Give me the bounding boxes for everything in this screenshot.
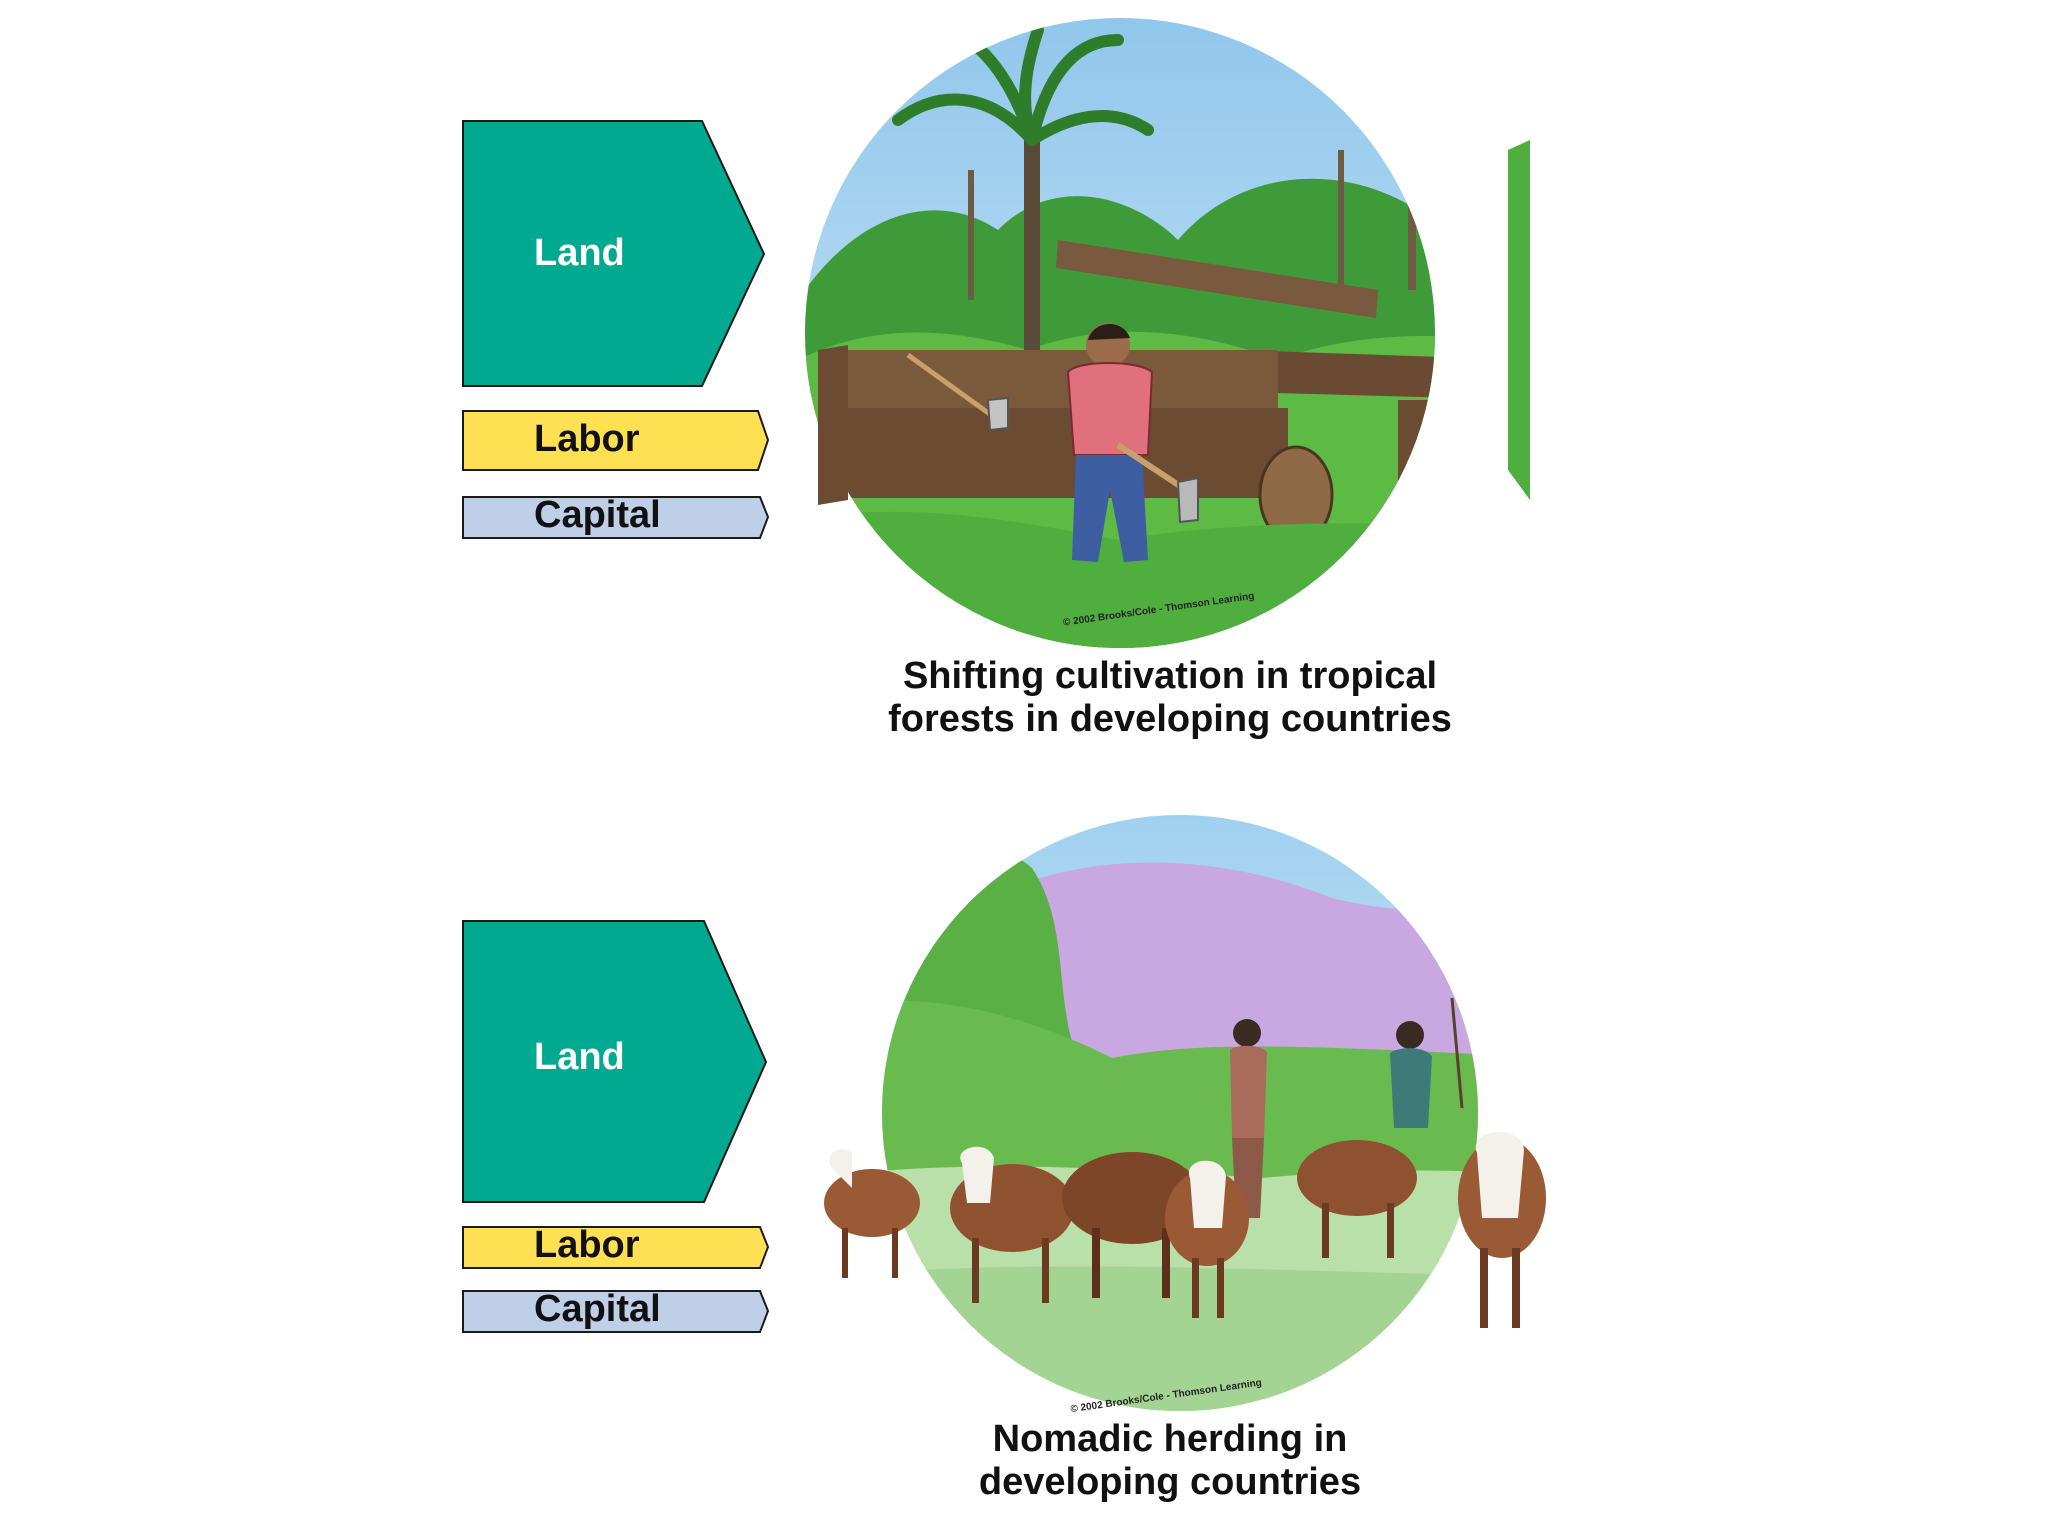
capital-label: Capital: [534, 1288, 661, 1330]
capital-arrow: Capital: [462, 1288, 772, 1334]
caption-line-2: forests in developing countries: [888, 698, 1452, 740]
land-arrow: Land: [462, 920, 772, 1204]
caption-shifting-cultivation: Shifting cultivation in tropical forests…: [820, 655, 1520, 741]
caption-line-2: developing countries: [978, 1461, 1362, 1503]
panel-shifting-cultivation: Land Labor Capital: [462, 0, 1530, 741]
forest-farmer-icon: © 2002 Brooks/Cole - Thomson Learning: [805, 0, 1530, 660]
caption-nomadic-herding: Nomadic herding in developing countries: [820, 1418, 1520, 1504]
labor-arrow: Labor: [462, 410, 772, 472]
capital-arrow: Capital: [462, 494, 772, 540]
cattle-herders-icon: © 2002 Brooks/Cole - Thomson Learning: [812, 808, 1564, 1428]
caption-line-1: Shifting cultivation in tropical: [902, 655, 1438, 697]
capital-label: Capital: [534, 494, 661, 536]
panel-nomadic-herding: Land Labor Capital: [0, 768, 2048, 1536]
land-arrow: Land: [462, 120, 772, 388]
labor-label: Labor: [534, 418, 640, 460]
labor-label: Labor: [534, 1224, 640, 1266]
cattle-herd: [824, 1131, 1546, 1328]
caption-line-1: Nomadic herding in: [992, 1418, 1348, 1460]
land-label: Land: [534, 1036, 625, 1078]
land-label: Land: [534, 232, 625, 274]
labor-arrow: Labor: [462, 1224, 772, 1270]
